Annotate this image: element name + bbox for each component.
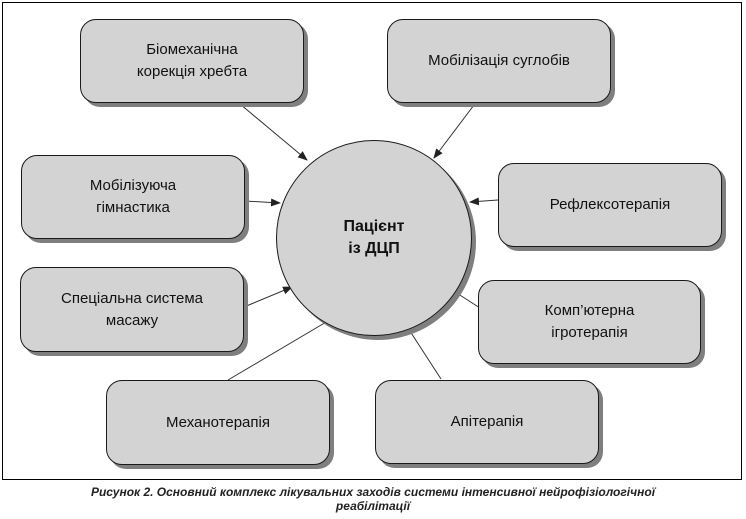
node-mobilizing-gymnastics: Мобілізуюча гімнастика	[21, 155, 245, 239]
node-computer-game-therapy: Комп’ютерна ігротерапія	[478, 280, 701, 364]
node-reflexotherapy: Рефлексотерапія	[498, 163, 722, 247]
caption-line-1: Рисунок 2. Основний комплекс лікувальних…	[90, 485, 656, 499]
arrow-mechano	[227, 317, 334, 381]
arrow-massage	[243, 286, 293, 308]
arrow-gymnastics	[244, 198, 281, 207]
node-spine-correction: Біомеханічна корекція хребта	[80, 19, 304, 103]
arrow-spine	[239, 103, 308, 161]
figure-caption: Рисунок 2. Основний комплекс лікувальних…	[0, 485, 746, 513]
arrow-reflexo	[469, 197, 499, 206]
arrow-api	[405, 324, 442, 380]
node-apitherapy: Апітерапія	[375, 380, 599, 464]
node-massage-system: Спеціальна система масажу	[20, 267, 244, 352]
caption-line-2: реабілітації	[335, 499, 411, 513]
patient-hub: Пацієнт із ДЦП	[276, 140, 472, 336]
arrow-joints	[433, 104, 475, 159]
node-mechanotherapy: Механотерапія	[106, 380, 330, 465]
node-joint-mobilization: Мобілізація суглобів	[387, 19, 611, 103]
arrow-computer-game	[451, 289, 481, 309]
